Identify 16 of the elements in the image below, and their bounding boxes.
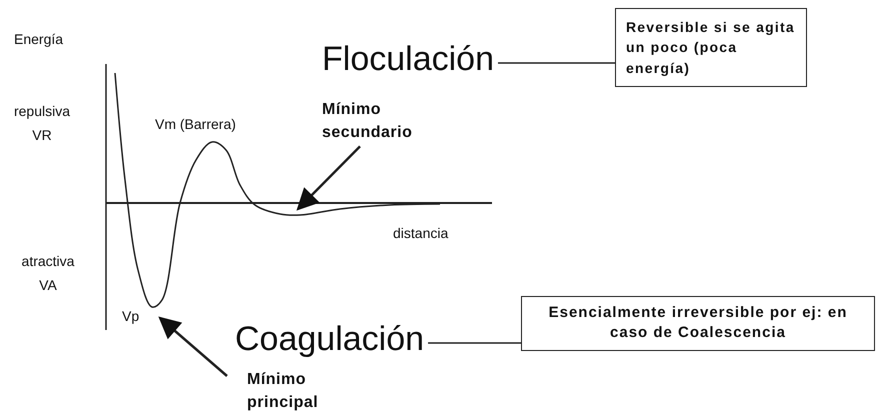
note-box: Esencialmente irreversible por ej: en caso de Coalescencia <box>521 296 875 350</box>
curve-label: Vp <box>122 307 140 326</box>
axis-label: repulsiva VR <box>12 102 72 145</box>
term-label: Floculación <box>322 42 494 76</box>
leader-arrow <box>296 146 361 211</box>
term-label: Coagulación <box>235 322 424 356</box>
axis-label: atractiva VA <box>20 252 76 295</box>
connector-line <box>428 342 521 344</box>
callout-label: Mínimo principal <box>247 368 357 414</box>
axis-label: distancia <box>393 224 448 242</box>
leader-arrow <box>158 316 228 377</box>
connector-line <box>498 62 615 64</box>
callout-label: Mínimo secundario <box>322 98 432 144</box>
axis-label: Energía <box>14 30 64 48</box>
curve-label: Vm (Barrera) <box>155 115 236 134</box>
note-box: Reversible si se agita un poco (poca energía) <box>615 8 807 87</box>
